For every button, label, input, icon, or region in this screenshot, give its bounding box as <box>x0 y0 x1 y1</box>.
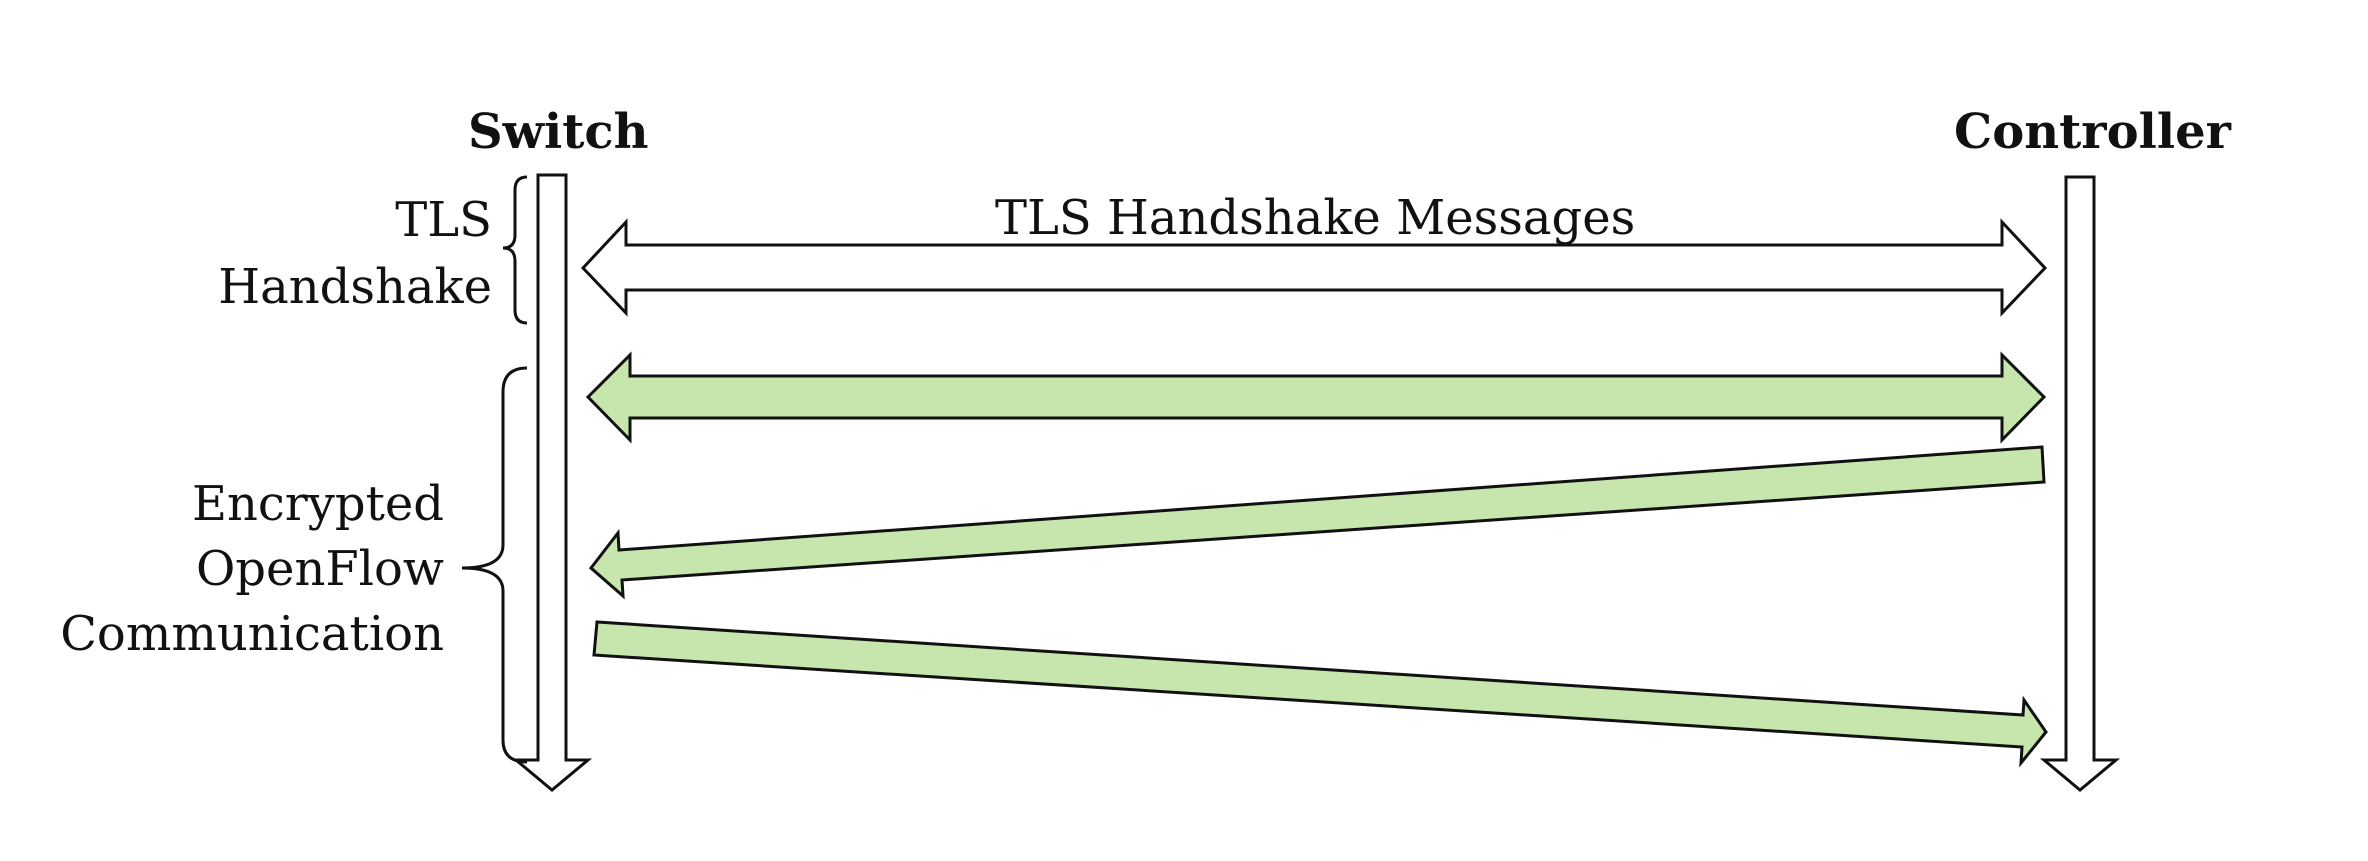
tls-handshake-message-label: TLS Handshake Messages <box>995 190 1636 246</box>
tls-phase-label-line1: TLS <box>395 192 492 248</box>
controller-actor-label: Controller <box>1954 104 2231 160</box>
encrypted-phase-label-line3: Communication <box>60 606 444 662</box>
tls-handshake-arrow <box>580 218 2048 317</box>
switch-lifeline <box>511 173 593 792</box>
encrypted-phase-label-line2: OpenFlow <box>195 541 444 597</box>
switch-to-controller-arrow <box>592 620 2048 768</box>
encrypted-communication-brace <box>461 366 528 764</box>
controller-lifeline <box>2039 175 2121 792</box>
encrypted-phase-label-line1: Encrypted <box>191 476 444 532</box>
controller-to-switch-arrow <box>588 445 2046 600</box>
switch-actor-label: Switch <box>468 104 649 160</box>
tls-handshake-brace <box>502 175 528 325</box>
encrypted-bidirectional-arrow <box>585 351 2047 444</box>
tls-phase-label-line2: Handshake <box>218 259 492 315</box>
